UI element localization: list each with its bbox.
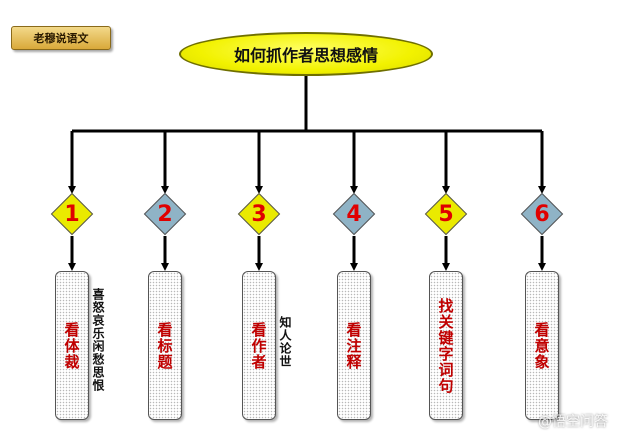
step-label-5: 找关键字词句 xyxy=(436,297,455,394)
step-label-3: 看作者 xyxy=(249,321,268,370)
root-topic: 如何抓作者思想感情 xyxy=(179,32,433,76)
step-card-6: 看意象 xyxy=(525,271,559,420)
step-card-2: 看标题 xyxy=(148,271,182,420)
step-label-4: 看注释 xyxy=(344,321,363,370)
step-card-5: 找关键字词句 xyxy=(429,271,463,420)
step-number-1: 1 xyxy=(64,201,80,227)
step-number-6: 6 xyxy=(534,201,550,227)
step-note-3: 知人论世 xyxy=(278,316,292,368)
step-label-2: 看标题 xyxy=(155,321,174,370)
step-number-5: 5 xyxy=(438,201,454,227)
author-badge: 老穆说语文 xyxy=(11,26,111,50)
step-card-4: 看注释 xyxy=(337,271,371,420)
step-label-1: 看体裁 xyxy=(62,321,81,370)
step-label-6: 看意象 xyxy=(532,321,551,370)
step-card-1: 看体裁 xyxy=(55,271,89,420)
step-number-3: 3 xyxy=(251,201,267,227)
watermark: @悟空问答 xyxy=(538,414,608,430)
step-number-4: 4 xyxy=(346,201,362,227)
step-card-3: 看作者 xyxy=(242,271,276,420)
step-number-2: 2 xyxy=(157,201,173,227)
step-note-1: 喜怒哀乐闲愁思恨 xyxy=(91,288,105,392)
